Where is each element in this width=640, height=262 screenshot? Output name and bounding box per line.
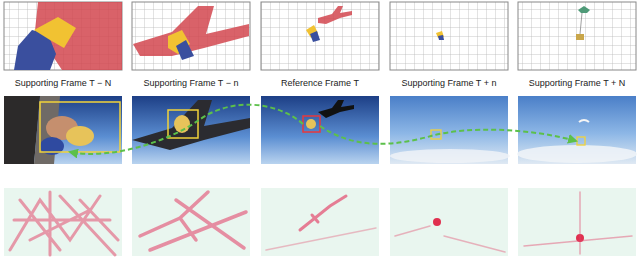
mask-person bbox=[176, 40, 194, 60]
mask-person bbox=[310, 31, 320, 42]
grid-panel bbox=[132, 2, 250, 70]
mask-parachute bbox=[578, 6, 590, 13]
cloud bbox=[517, 145, 637, 163]
photo bbox=[261, 96, 379, 164]
attention bbox=[10, 192, 118, 255]
mask-row bbox=[4, 2, 636, 70]
heatmap bbox=[4, 188, 122, 256]
mask-plane bbox=[133, 6, 249, 56]
cloud bbox=[390, 149, 510, 163]
grid-panel bbox=[261, 2, 379, 70]
frame-caption: Supporting Frame T − N bbox=[0, 77, 127, 89]
heatmap-row bbox=[4, 188, 636, 256]
frame-caption: Supporting Frame T − n bbox=[127, 77, 255, 89]
mask-line bbox=[580, 13, 582, 34]
attention bbox=[266, 228, 376, 250]
motion-trail bbox=[70, 105, 303, 154]
heatmap bbox=[390, 188, 508, 256]
grid-panel bbox=[390, 2, 508, 70]
person bbox=[306, 119, 316, 129]
mask-person bbox=[34, 17, 76, 48]
parachute bbox=[579, 120, 589, 122]
frame-caption: Supporting Frame T + N bbox=[513, 77, 640, 89]
grid-panel bbox=[518, 2, 636, 70]
mask-person bbox=[576, 34, 584, 40]
grid-panel bbox=[4, 2, 122, 70]
photo bbox=[518, 96, 636, 164]
frame-caption: Supporting Frame T + n bbox=[385, 77, 513, 89]
attention bbox=[524, 192, 632, 254]
mask-person bbox=[438, 35, 444, 40]
track-box bbox=[577, 137, 585, 145]
heatmap bbox=[518, 188, 636, 256]
attention bbox=[300, 196, 346, 230]
track-box bbox=[40, 102, 120, 152]
track-box bbox=[168, 110, 198, 138]
heatmap bbox=[261, 188, 379, 256]
person bbox=[66, 126, 94, 146]
mask-plane bbox=[318, 6, 352, 24]
attention bbox=[395, 226, 505, 252]
attention bbox=[140, 192, 246, 250]
motion-trail bbox=[320, 126, 576, 144]
heatmap bbox=[132, 188, 250, 256]
plane bbox=[318, 100, 354, 118]
track-box bbox=[303, 116, 320, 132]
plane-door bbox=[4, 96, 40, 164]
attention bbox=[433, 218, 441, 226]
photo-row bbox=[4, 96, 637, 164]
frame-caption: Reference Frame T bbox=[256, 77, 384, 89]
